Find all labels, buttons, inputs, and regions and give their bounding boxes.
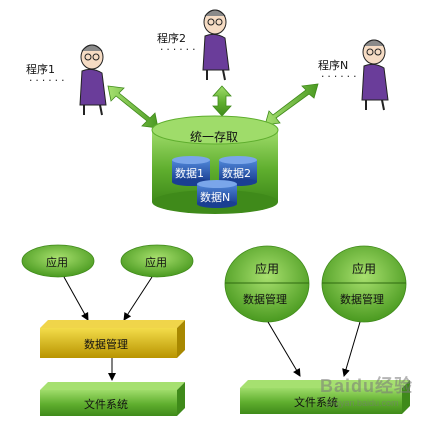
program-1-label: 程序1 [26, 63, 55, 76]
left-arrow-1 [63, 276, 89, 321]
right-app-2-data-management: 数据管理 [340, 293, 384, 306]
programmer-2-icon [202, 9, 230, 81]
right-app-circle-1 [224, 245, 310, 323]
right-app-2-label: 应用 [352, 262, 377, 276]
right-app-1-data-management: 数据管理 [243, 293, 287, 306]
right-filesystem-bar [240, 380, 410, 414]
data-management-bar [40, 320, 185, 358]
double-arrow-right [264, 83, 319, 126]
right-filesystem-label: 文件系统 [294, 396, 338, 409]
right-arrow-2 [342, 321, 361, 377]
left-app-2-label: 应用 [145, 256, 167, 269]
program-n-dots: ...... [320, 70, 359, 80]
unified-storage-title: 统一存取 [190, 130, 239, 144]
left-filesystem-bar [40, 382, 185, 416]
programmer-n-icon [361, 39, 389, 111]
double-arrow-left [107, 85, 159, 129]
data-n-label: 数据N [200, 191, 231, 204]
data-cylinder-n [197, 180, 237, 208]
program-n-label: 程序N [318, 59, 349, 72]
right-app-circle-2 [321, 245, 407, 323]
data-cylinder-1 [172, 156, 210, 186]
program-2-label: 程序2 [157, 32, 186, 45]
baidu-watermark: Baidu经验 jingyan.baidu.com [300, 372, 430, 418]
right-arrow-1 [267, 321, 301, 377]
data-1-label: 数据1 [175, 167, 204, 180]
double-arrow-center [212, 85, 232, 117]
left-filesystem-label: 文件系统 [84, 398, 128, 411]
programmer-1-icon [79, 44, 107, 116]
left-app-ellipse-1 [21, 244, 95, 278]
left-app-1-label: 应用 [46, 256, 68, 269]
watermark-main: Baidu经验 [320, 376, 414, 396]
left-arrow-2 [123, 276, 153, 321]
watermark-url: jingyan.baidu.com [326, 398, 399, 408]
right-app-1-label: 应用 [255, 262, 280, 276]
program-2-dots: ...... [159, 43, 198, 53]
program-1-dots: ...... [28, 74, 67, 84]
data-2-label: 数据2 [222, 167, 251, 180]
left-data-management-label: 数据管理 [84, 338, 128, 351]
left-app-ellipse-2 [120, 244, 194, 278]
